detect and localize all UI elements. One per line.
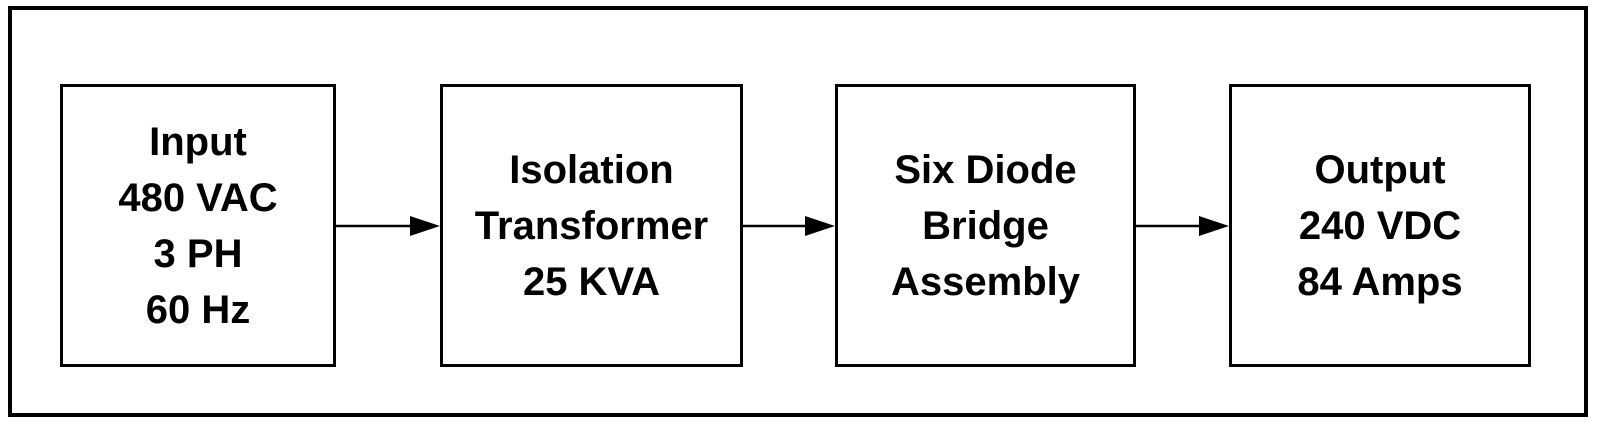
output-block: Output 240 VDC 84 Amps: [1229, 84, 1531, 367]
output-block-title: Output: [1314, 147, 1446, 192]
input-block: Input 480 VAC 3 PH 60 Hz: [60, 84, 336, 367]
transformer-rating-label: 25 KVA: [522, 259, 661, 304]
diode-bridge-block: Six Diode Bridge Assembly: [835, 84, 1136, 367]
isolation-transformer-block: Isolation Transformer 25 KVA: [440, 84, 743, 367]
input-phase-label: 3 PH: [153, 231, 243, 276]
output-current-label: 84 Amps: [1297, 259, 1463, 304]
input-voltage-label: 480 VAC: [118, 175, 278, 220]
input-block-title: Input: [149, 119, 247, 164]
output-voltage-label: 240 VDC: [1298, 203, 1462, 248]
transformer-line-2: Transformer: [474, 203, 709, 248]
bridge-line-1: Six Diode: [894, 147, 1077, 192]
bridge-line-2: Bridge: [922, 203, 1049, 248]
input-frequency-label: 60 Hz: [145, 287, 251, 332]
bridge-line-3: Assembly: [891, 259, 1080, 304]
transformer-line-1: Isolation: [509, 147, 674, 192]
